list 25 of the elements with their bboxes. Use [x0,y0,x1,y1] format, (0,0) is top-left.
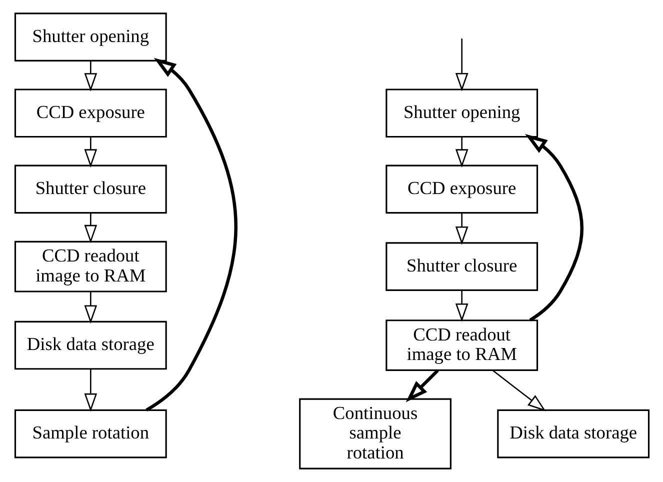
node-box: Shutter opening [14,12,166,62]
arrow [405,369,438,402]
arrow [84,292,97,324]
node-box: Disk data storage [496,409,650,458]
arrow [84,60,97,92]
node-box: Shutter opening [385,88,538,138]
arrow [454,290,468,322]
node-box: Continuous sample rotation [298,398,451,470]
arrow [454,212,468,245]
node-box: Shutter closure [14,164,166,214]
arrow [84,212,97,244]
arrow [84,369,97,412]
node-box: CCD readout image to RAM [385,320,538,371]
arrow [454,136,468,168]
node-box: CCD exposure [385,164,538,214]
arrow [84,136,97,168]
arrow [524,134,584,322]
arrow [454,38,468,92]
arrow [492,370,546,412]
node-box: Shutter closure [385,242,538,291]
arrow [145,58,237,412]
node-box: Sample rotation [14,409,166,458]
node-box: Disk data storage [14,320,166,370]
node-box: CCD exposure [14,88,166,138]
node-box: CCD readout image to RAM [14,240,166,292]
